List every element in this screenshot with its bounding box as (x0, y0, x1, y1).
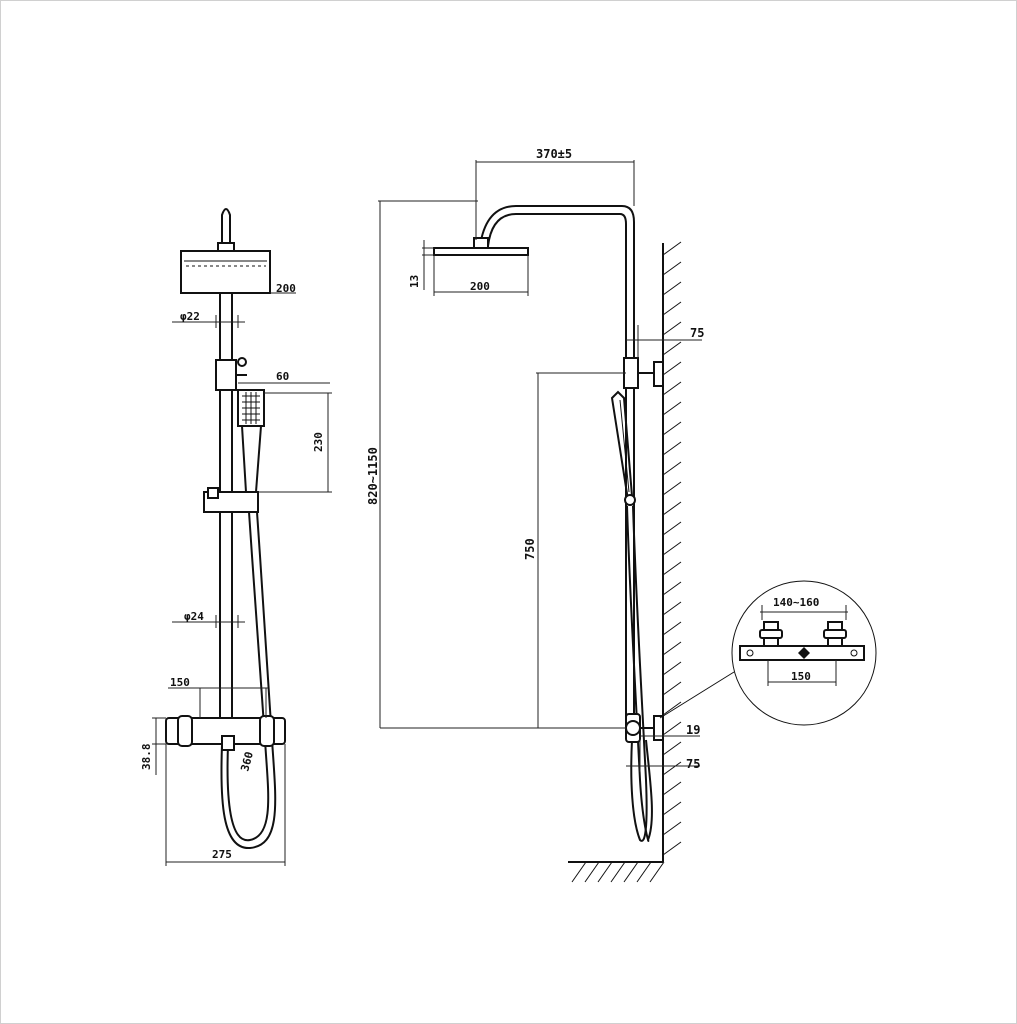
side-hose (626, 505, 653, 842)
detail-leader (659, 671, 735, 719)
detail-circle (731, 580, 877, 726)
dim-side-wall-offset-top: 75 (690, 326, 704, 340)
front-head-connector (217, 242, 235, 252)
side-shower-head (433, 247, 529, 256)
side-arm-outer (479, 205, 635, 360)
inlet-detail: 140~160 150 (731, 580, 877, 726)
dim-front-hose: 360 (238, 750, 256, 773)
side-arm-inner (487, 213, 627, 360)
dim-side-total-height: 820~1150 (366, 447, 380, 505)
dim-front-pipe-bottom: φ24 (184, 610, 204, 623)
side-lower-bracket (653, 715, 664, 741)
front-arm-stub (221, 208, 231, 250)
dim-side-rail-height: 750 (523, 538, 537, 560)
dim-detail-inlet-spacing: 150 (791, 670, 811, 683)
dim-front-body-height: 38.8 (140, 744, 153, 771)
side-upper-bracket (623, 357, 639, 389)
dim-front-outlet-spacing: 150 (170, 676, 190, 689)
front-diverter-block (215, 359, 237, 391)
dim-front-pipe-top: φ22 (180, 310, 200, 323)
dim-front-hand-width: 60 (276, 370, 289, 383)
dim-detail-inlet-range: 140~160 (773, 596, 819, 609)
dim-side-arm-reach: 370±5 (536, 147, 572, 161)
floor-hatching (571, 861, 665, 883)
front-view: 200 φ22 60 230 φ24 150 38.8 360 275 (140, 208, 332, 866)
side-slide-holder (624, 494, 636, 506)
dim-side-wall-offset-bottom: 75 (686, 757, 700, 771)
side-hand-shower (610, 390, 634, 503)
dim-front-head-width: 200 (276, 282, 296, 295)
dim-front-hand-length: 230 (312, 432, 325, 452)
side-view: 370±5 820~1150 13 200 75 750 19 75 (366, 147, 735, 883)
dim-front-body-width: 275 (212, 848, 232, 861)
dim-side-head-width: 200 (470, 280, 490, 293)
dim-side-head-thickness: 13 (408, 275, 421, 288)
detail-center-mark (798, 647, 810, 659)
front-shower-head (180, 250, 271, 294)
wall-hatching (662, 241, 682, 856)
front-hand-handle (241, 425, 262, 493)
dim-side-inlet-depth: 19 (686, 723, 700, 737)
front-hose-outer (226, 511, 270, 842)
front-outlet (221, 735, 235, 751)
